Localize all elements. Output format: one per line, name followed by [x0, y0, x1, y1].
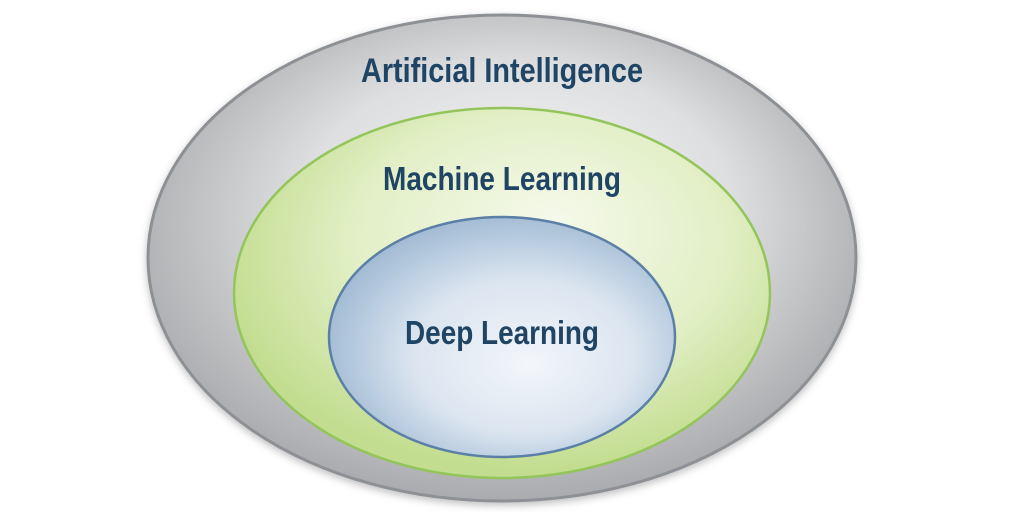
label-artificial-intelligence: Artificial Intelligence	[361, 52, 643, 90]
label-deep-learning: Deep Learning	[405, 314, 599, 351]
label-machine-learning: Machine Learning	[383, 160, 621, 197]
inner-ellipse-dl	[327, 215, 677, 459]
